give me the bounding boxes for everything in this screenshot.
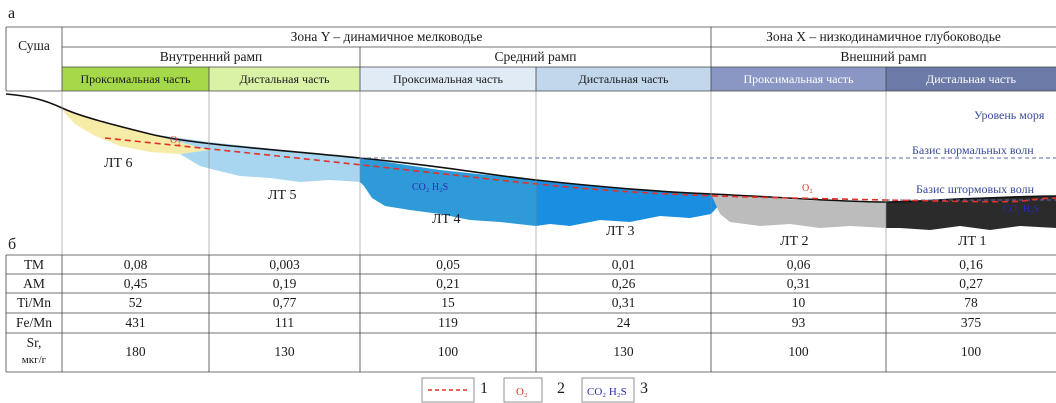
table-cell: 0,21 [436,276,460,291]
part-label-middle-proximal: Проксимальная часть [392,72,504,86]
table-cell: 0,27 [959,276,983,291]
header-grid [5,26,1056,92]
table-param-fe-mn: Fe/Mn [15,315,52,330]
table-cell: 0,31 [611,295,636,310]
land-label: Суша [18,38,50,53]
lithotype-label-lt3: ЛТ 3 [606,224,635,239]
part-fill-inner-proximal [62,67,209,91]
lithotype-body-lt5 [150,134,360,182]
table-param-ti-mn: Ti/Mn [16,295,52,310]
table-cell: 0,16 [959,257,983,272]
lithotype-label-lt4: ЛТ 4 [432,212,461,227]
table-cell: 0,01 [611,257,636,272]
seafloor-profile-line [5,93,1056,203]
table-cell: 0,19 [272,276,297,291]
table-param-sr-unit: мкг/г [21,354,47,366]
part-label-middle-distal: Дистальная часть [578,72,669,86]
lithotype-label-lt6: ЛТ 6 [104,156,133,171]
table-cell: 119 [438,315,458,330]
lithotype-body-lt4 [360,158,536,226]
table-cell: 24 [616,315,631,330]
panel-b-label: б [8,236,17,253]
legend-co2-h2s-symbol: CO₂ H₂S [587,386,627,398]
table-cell: 10 [791,295,806,310]
legend-number-1: 1 [480,380,488,397]
legend-number-3: 3 [640,380,648,397]
table-cell: 0,06 [786,257,811,272]
table-cell: 0,77 [272,295,297,310]
table-cell: 100 [437,344,459,359]
table-cell: 130 [274,344,295,359]
storm-wave-base-label: Базис штормовых волн [916,182,1035,196]
table-cell: 180 [125,344,146,359]
ramp-middle: Средний рамп [494,49,577,64]
normal-wave-base-label: Базис нормальных волн [912,143,1034,157]
table-cell: 111 [274,315,295,330]
o2-marker-left: O₂ [170,135,181,146]
part-fill-middle-distal [536,67,711,91]
legend-number-2: 2 [557,380,565,397]
lithotype-body-lt1 [886,196,1056,230]
zone-x-title: Зона X – низкодинамичное глубоководье [766,29,1001,44]
lithotype-label-lt1: ЛТ 1 [958,234,987,249]
part-fill-inner-distal [209,67,360,91]
part-label-inner-proximal: Проксимальная часть [80,72,191,86]
part-label-outer-distal: Дистальная часть [926,72,1016,86]
table-cell: 52 [128,295,143,310]
ramp-inner: Внутренний рамп [159,49,263,64]
panel-a-label: а [8,5,16,22]
table-cell: 0,31 [786,276,811,291]
lithotype-label-lt2: ЛТ 2 [780,234,809,249]
part-fill-middle-proximal [360,67,536,91]
table-cell: 15 [441,295,455,310]
part-label-inner-distal: Дистальная часть [239,72,330,86]
o2-marker-right: O₂ [802,183,813,194]
table-grid [5,254,1056,373]
lithotype-body-lt2 [711,194,886,228]
table-param-sr: Sr, [26,335,42,350]
table-cell: 431 [125,315,146,330]
table-cell: 0,45 [123,276,148,291]
table-cell: 375 [960,315,982,330]
table-cell: 0,05 [436,257,460,272]
table-cell: 0,26 [611,276,636,291]
table-cell: 0,003 [269,257,300,272]
table-cell: 100 [960,344,982,359]
co2-h2s-marker-right: CO₂ H₂S [1003,204,1040,215]
co2-h2s-marker-middle: CO₂ H₂S [412,182,449,193]
redox-boundary-line [104,137,1056,203]
part-fill-outer-proximal [711,67,886,91]
table-cell: 93 [791,315,806,330]
ramp-outer: Внешний рамп [840,49,927,64]
table-param-am: АМ [23,276,45,291]
legend-o2-symbol: O₂ [516,386,528,398]
table-cell: 130 [613,344,634,359]
lithotype-body-lt3 [536,180,720,226]
part-label-outer-proximal: Проксимальная часть [743,72,854,86]
part-fill-outer-distal [886,67,1056,91]
table-cell: 100 [788,344,809,359]
section-a-dividers [61,91,887,255]
table-cell: 78 [964,295,978,310]
table-param-tm: ТМ [23,257,45,272]
legend-symbols [421,377,635,403]
table-cell: 0,08 [123,257,148,272]
zone-y-title: Зона Y – динамичное мелководье [290,29,483,44]
sea-level-label: Уровень моря [974,108,1045,122]
lithotype-label-lt5: ЛТ 5 [268,188,297,203]
